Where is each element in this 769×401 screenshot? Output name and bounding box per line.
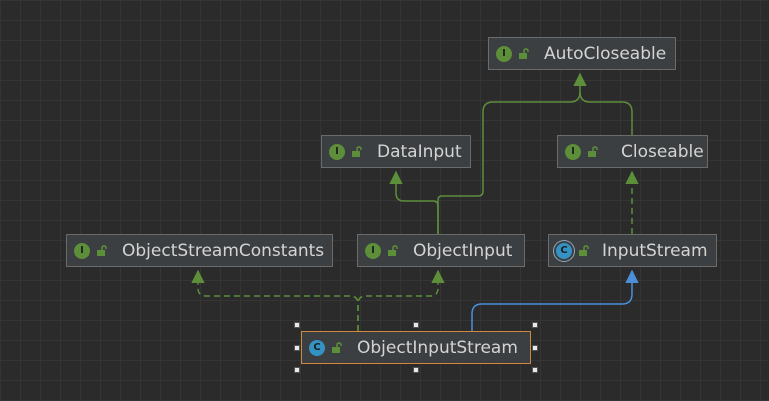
lock-open-icon (579, 244, 589, 256)
edge-objectinput-autocloseable[interactable] (437, 72, 587, 234)
resize-handle-middle-left[interactable] (294, 345, 300, 351)
edge-objectinput-datainput[interactable] (389, 170, 439, 234)
edge-ois-inputstream[interactable] (471, 269, 639, 331)
node-objectinput[interactable]: I ObjectInput (357, 234, 525, 267)
resize-handle-bottom-right[interactable] (532, 367, 538, 373)
resize-handle-middle-right[interactable] (532, 345, 538, 351)
node-closeable[interactable]: I Closeable (557, 135, 708, 168)
node-datainput[interactable]: I DataInput (321, 135, 471, 168)
abstract-class-badge-icon: C (556, 242, 572, 259)
node-label: Closeable (621, 141, 704, 162)
node-label: InputStream (602, 240, 708, 261)
lock-open-icon (97, 244, 107, 256)
interface-badge-icon: I (365, 242, 381, 259)
lock-open-icon (332, 341, 342, 353)
node-label: AutoCloseable (544, 43, 667, 64)
node-objectstreamconstants[interactable]: I ObjectStreamConstants (66, 234, 333, 267)
node-autocloseable[interactable]: I AutoCloseable (488, 37, 676, 70)
node-inputstream[interactable]: C InputStream (548, 234, 717, 267)
interface-badge-icon: I (74, 242, 90, 259)
node-label: ObjectInput (413, 240, 513, 261)
lock-open-icon (352, 145, 362, 157)
interface-badge-icon: I (329, 143, 345, 160)
resize-handle-bottom-center[interactable] (413, 367, 419, 373)
edge-ois-objectinput[interactable] (357, 269, 445, 331)
lock-open-icon (519, 47, 529, 59)
resize-handle-top-center[interactable] (413, 322, 419, 328)
lock-open-icon (388, 244, 398, 256)
lock-open-icon (588, 145, 598, 157)
edge-ois-objectstreamconstants[interactable] (191, 269, 359, 331)
class-badge-icon: C (309, 339, 325, 356)
node-label: DataInput (377, 141, 462, 162)
resize-handle-top-right[interactable] (532, 322, 538, 328)
node-label: ObjectInputStream (357, 337, 518, 358)
node-objectinputstream[interactable]: C ObjectInputStream (301, 331, 531, 364)
resize-handle-bottom-left[interactable] (294, 367, 300, 373)
interface-badge-icon: I (565, 143, 581, 160)
resize-handle-top-left[interactable] (294, 322, 300, 328)
interface-badge-icon: I (496, 45, 512, 62)
edge-closeable-autocloseable[interactable] (579, 91, 633, 135)
node-label: ObjectStreamConstants (122, 240, 325, 261)
